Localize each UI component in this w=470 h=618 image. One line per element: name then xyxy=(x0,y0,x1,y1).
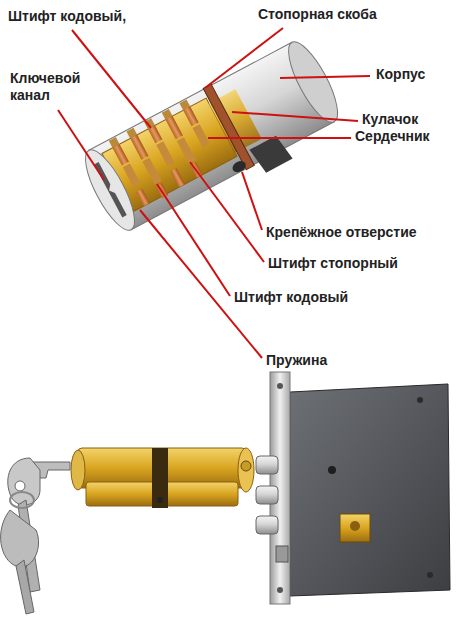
part-label: Корпус xyxy=(376,66,425,83)
leader-lines xyxy=(58,28,370,358)
cylinder-cutaway xyxy=(76,35,353,248)
keys xyxy=(1,458,70,614)
part-label: Стопорная скоба xyxy=(258,6,377,23)
part-label: Сердечник xyxy=(355,128,430,145)
part-label: Крепёжное отверстие xyxy=(266,224,417,241)
part-label: Штифт стопорный xyxy=(268,255,398,272)
part-label: Кулачок xyxy=(362,111,418,128)
part-label: Штифт кодовый, xyxy=(8,8,126,25)
part-label: Штифт кодовый xyxy=(234,289,348,306)
mortise-lock xyxy=(256,372,450,604)
part-label: Пружина xyxy=(266,352,327,369)
euro-cylinder xyxy=(71,448,254,508)
part-label: Ключевой канал xyxy=(10,70,90,104)
